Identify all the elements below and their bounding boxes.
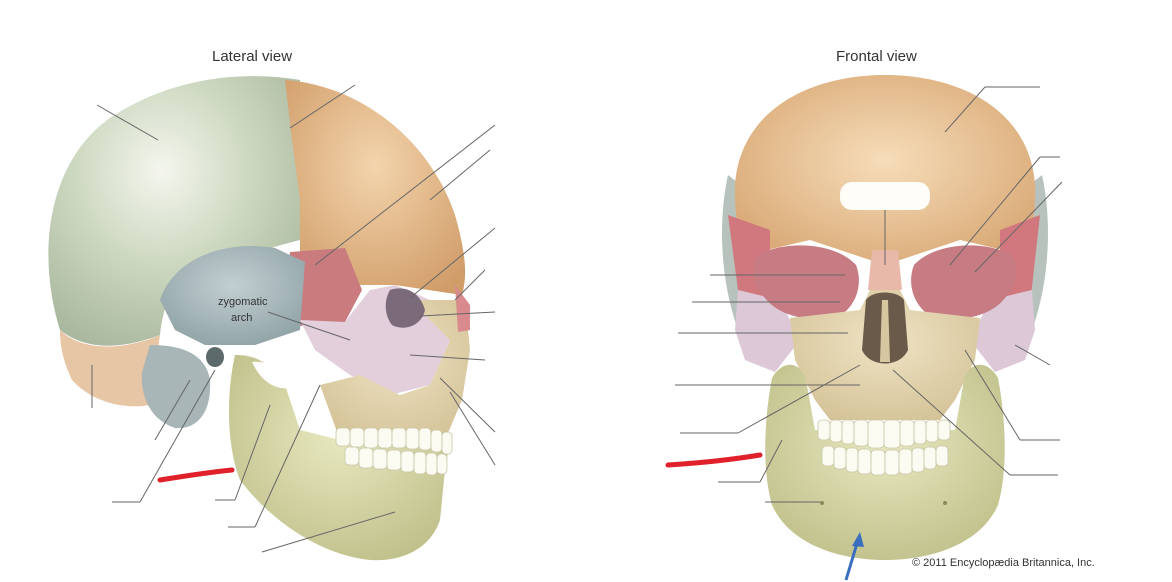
red-marker-frontal bbox=[665, 452, 763, 468]
mental-foramen-right bbox=[943, 501, 947, 505]
leader-lines-lateral bbox=[91, 84, 496, 553]
copyright-notice: © 2011 Encyclopædia Britannica, Inc. bbox=[912, 557, 1095, 569]
frontal-skull bbox=[665, 75, 1063, 581]
nasal-bone-frontal bbox=[868, 250, 902, 290]
maxilla-lateral bbox=[320, 300, 470, 440]
orbit-left bbox=[753, 245, 859, 320]
zygomatic-label-line2: arch bbox=[231, 312, 252, 324]
lateral-view-title: Lateral view bbox=[212, 48, 293, 65]
mandible-lateral bbox=[228, 355, 450, 561]
frontal-view-title: Frontal view bbox=[836, 48, 917, 65]
ear-canal bbox=[206, 347, 224, 367]
orbit-lateral bbox=[385, 288, 425, 328]
leader-lines-frontal bbox=[675, 86, 1063, 503]
occipital-bone-lateral bbox=[60, 330, 160, 407]
nasal-septum bbox=[880, 300, 890, 362]
mental-foramen-left bbox=[820, 501, 824, 505]
sphenoid-bone-lateral bbox=[288, 248, 362, 326]
blue-arrow bbox=[844, 532, 864, 581]
orbit-right bbox=[911, 245, 1017, 320]
coronoid-notch bbox=[252, 361, 290, 389]
lateral-skull: zygomatic arch bbox=[48, 76, 496, 561]
teeth-lateral bbox=[335, 427, 453, 476]
red-marker-lateral bbox=[157, 467, 235, 483]
parietal-bone-lateral bbox=[48, 76, 300, 346]
mastoid-process bbox=[141, 345, 211, 429]
forehead-highlight bbox=[840, 182, 930, 210]
zygomatic-label-line1: zygomatic bbox=[218, 296, 268, 308]
frontal-bone-frontal bbox=[734, 75, 1036, 265]
teeth-frontal bbox=[817, 419, 951, 476]
temporal-bone-lateral bbox=[160, 245, 305, 345]
frontal-bone-lateral bbox=[285, 80, 466, 295]
